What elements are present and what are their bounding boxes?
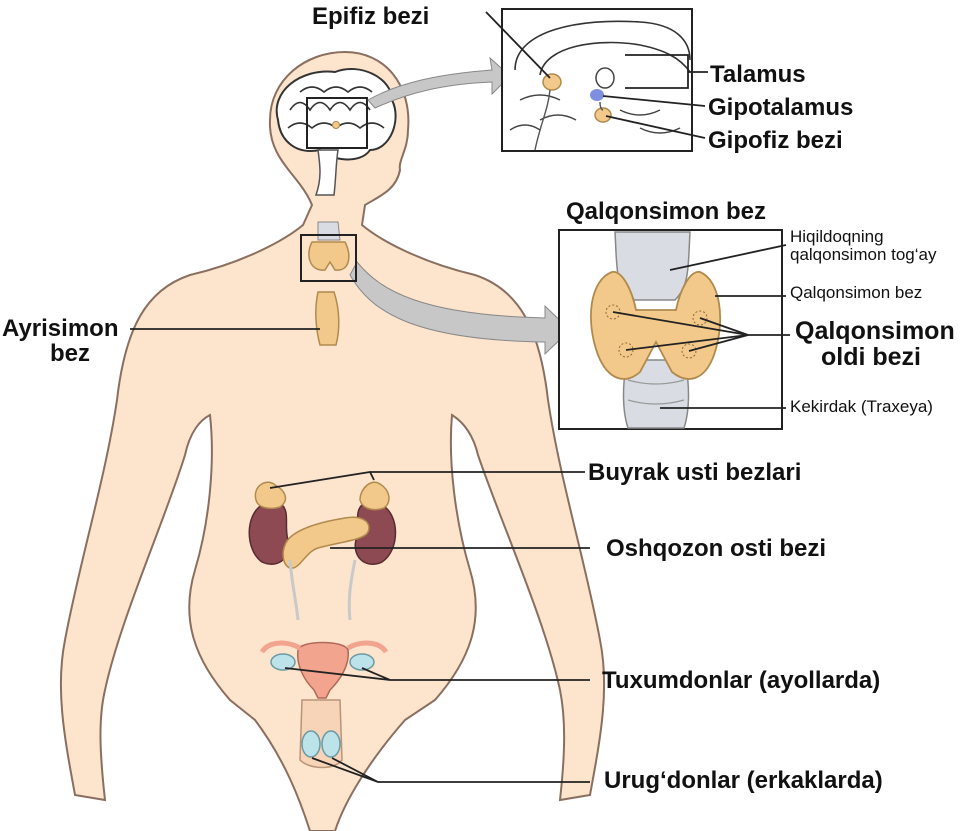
parathyroid-2 [692,310,708,326]
gipotalamus-leader [602,95,706,107]
urugdonlar-label: Urug‘donlar (erkaklarda) [604,767,883,794]
trachea-rings [627,379,685,405]
ayrisimon-line2: bez [50,340,91,368]
ovary-left [270,653,296,671]
thyroid-large [590,271,721,380]
qalqonsimon-title: Qalqonsimon bez [566,198,767,225]
gipotalamus-label: Gipotalamus [708,94,854,121]
thyroid-small [308,241,350,271]
epifiz-leader [485,11,551,79]
brain-inset [485,8,708,152]
abdominal-organs [248,471,590,621]
pineal-gland [542,73,562,91]
body-silhouette [59,50,606,831]
tuxumdonlar-leader [284,667,590,681]
buyrak-usti-label: Buyrak usti bezlari [588,459,802,486]
thymus-shape [315,291,340,346]
thyroid-zoom-box [300,234,357,282]
adrenal-right [359,481,390,511]
urugdonlar-leader [311,757,590,783]
qalqonsimon-oldi-line1: Qalqonsimon [795,317,955,345]
neck-thyroid [300,221,357,282]
inset-stem [534,89,604,151]
thymus [130,291,340,346]
hiqildoq-label: Hiqildoqning qalqonsimon tog‘ay [790,228,936,264]
testis-left [301,730,321,758]
oshqozon-osti-label: Oshqozon osti bezi [606,535,826,562]
ovary-right [349,653,375,671]
gipofiz-label: Gipofiz bezi [708,127,843,154]
brain-zoom-box [306,97,368,149]
epifiz-label: Epifiz bezi [312,3,430,30]
male-reproductive [299,699,590,783]
tuxumdonlar-label: Tuxumdonlar (ayollarda) [602,667,881,694]
thalamus-shape [595,67,615,89]
parathyroid-leader-4 [688,334,749,352]
body-outline [59,50,606,831]
parathyroid-4 [681,343,697,359]
qalqonsimon-oldi-label: Qalqonsimon oldi bezi [795,318,955,371]
adrenal-left [254,481,287,510]
qalqonsimon-oldi-line2: oldi bezi [821,343,921,372]
pancreas [282,516,370,569]
brainstem [314,149,339,196]
kekirdak-label: Kekirdak (Traxeya) [790,397,933,416]
corpus-callosum [514,20,691,76]
parathyroid-1 [605,304,621,320]
testis-right [321,730,341,758]
female-reproductive [259,640,590,699]
ayrisimon-label: Ayrisimon bez [2,315,119,368]
larynx-small [317,221,341,241]
brain-shape [275,67,397,161]
ureters [288,559,357,621]
parathyroid-leader-2 [699,317,749,336]
hiqildoq-line1: Hiqildoqning [790,227,884,246]
pineal-small [332,121,340,129]
uterus [296,641,349,699]
parathyroid-leader-1 [612,311,749,336]
ayrisimon-line1: Ayrisimon [2,315,119,342]
qalqonsimon-small-label: Qalqonsimon bez [790,283,923,302]
pituitary-shape [594,107,612,123]
parathyroid-leader-3 [625,334,749,351]
talamus-label: Talamus [710,61,806,88]
thyroid-cartilage [614,231,691,301]
thyroid-zoom-arrow [349,261,571,356]
thyroid-inset [558,229,790,430]
brain [275,67,397,196]
hiqildoq-leader [669,244,787,271]
buyrak-usti-leader [269,471,585,489]
gipofiz-leader [605,115,706,139]
fallopian-tubes [259,640,389,654]
inset-folds [509,94,681,134]
hiqildoq-line2: qalqonsimon tog‘ay [790,244,937,264]
hypothalamus-shape [590,89,604,101]
